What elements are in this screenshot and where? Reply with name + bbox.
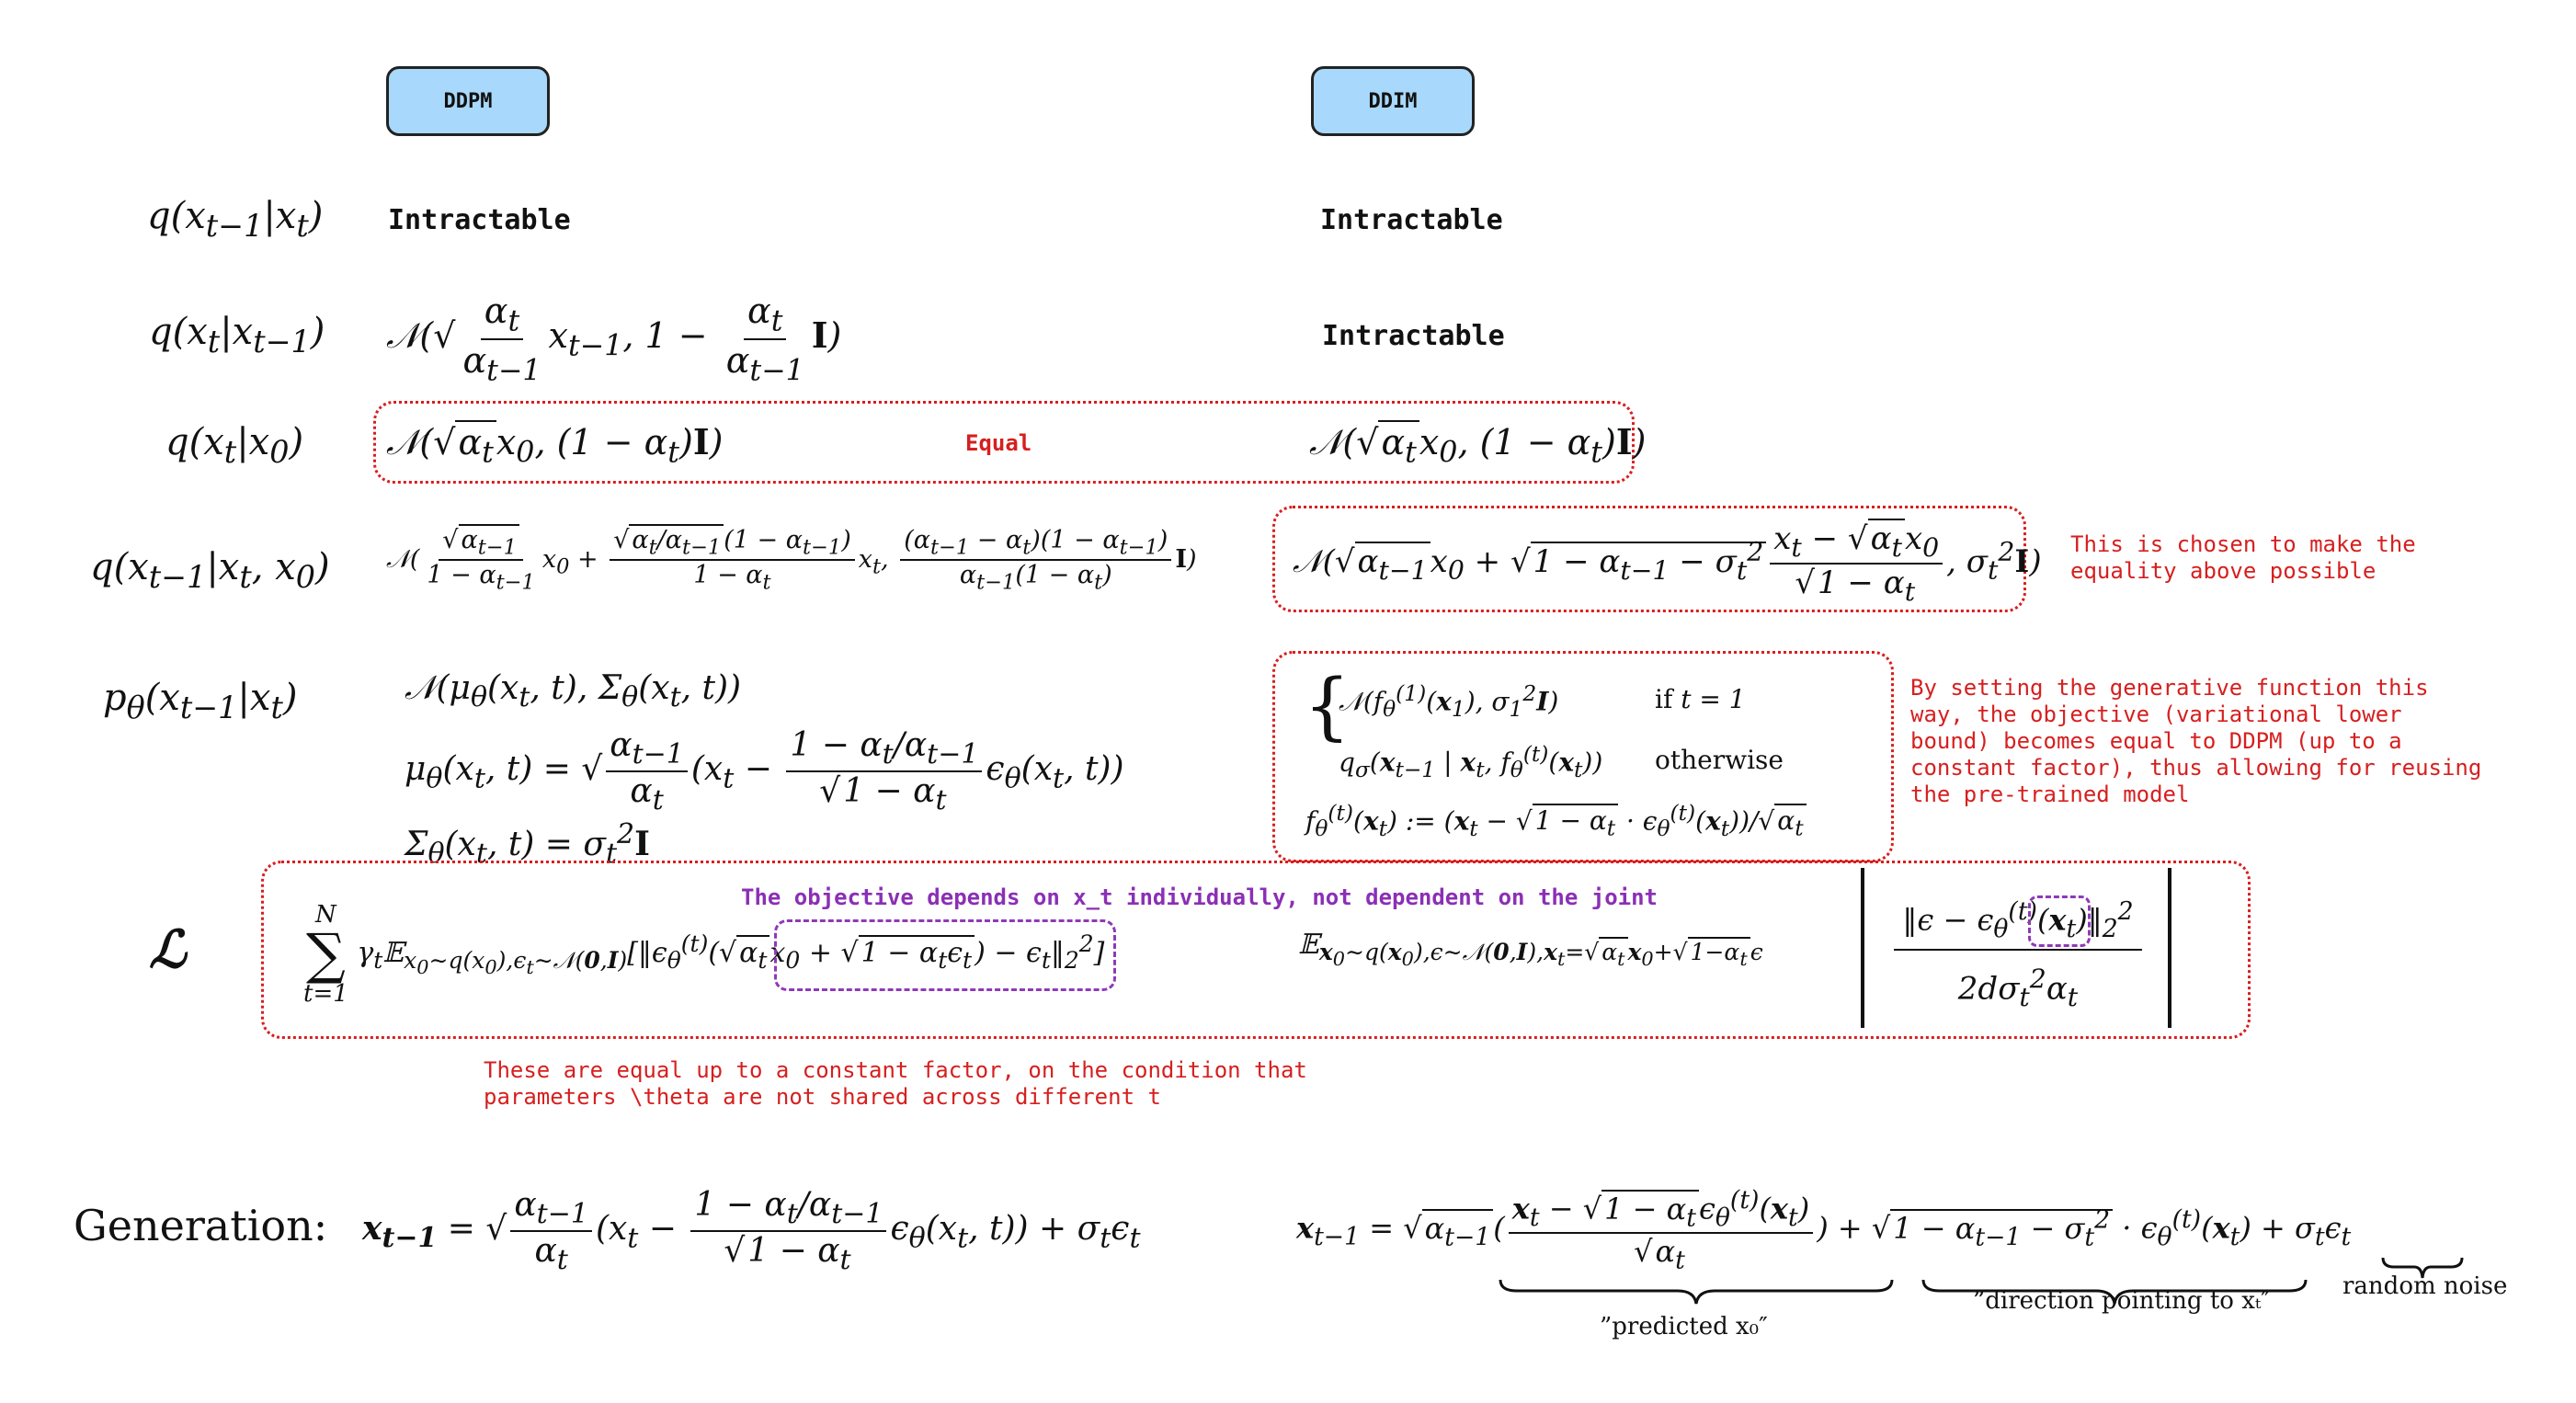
generation-label: Generation: [74, 1201, 328, 1250]
objective-note: The objective depends on x_t individuall… [741, 884, 1658, 910]
loss-label: ℒ [149, 919, 187, 980]
ddim-bracket [1861, 868, 2171, 1028]
ddim-brace: { [1304, 663, 1351, 748]
generative-note: By setting the generative function this … [1910, 675, 2482, 807]
row3-ddim-formula: 𝒩(√αtx0, (1 − αt)I) [1309, 420, 1647, 470]
ddim-case1: 𝒩(fθ(1)(x1), σ12I) [1339, 680, 1559, 722]
generation-ddim-formula: xt−1 = √αt−1(xt − √1 − αtϵθ(t)(xt)√αt) +… [1296, 1186, 2352, 1275]
ddim-loss-denominator: 2dσt2αt [1957, 964, 2079, 1013]
ddim-f-def: fθ(t)(xt) := (xt − √1 − αt · ϵθ(t)(xt))/… [1305, 800, 1807, 841]
ddim-posterior-box [1272, 506, 2026, 612]
ddim-case2: qσ(xt−1 | xt, fθ(t)(xt)) [1339, 741, 1603, 782]
loss-box [261, 861, 2251, 1039]
direction-caption: ”direction pointing to xₜ″ [1973, 1287, 2270, 1315]
noise-underbrace [2381, 1257, 2464, 1279]
predicted-caption: ”predicted x₀″ [1600, 1313, 1768, 1340]
noise-caption: random noise [2342, 1272, 2508, 1300]
row2-ddim: Intractable [1322, 320, 1505, 352]
row4-label: q(xt−1|xt, x0) [90, 546, 330, 595]
direction-underbrace [1921, 1279, 2308, 1305]
ddim-input-highlight [2028, 895, 2091, 947]
row3-label: q(xt|x0) [165, 421, 304, 470]
row5-ddpm-sigma: Σθ(xt, t) = σt2I [405, 818, 650, 871]
row1-ddpm: Intractable [388, 204, 571, 236]
row5-ddpm-mean: 𝒩(μθ(xt, t), Σθ(xt, t)) [405, 669, 742, 714]
row3-ddpm-formula: 𝒩(√αtx0, (1 − αt)I) [386, 420, 724, 470]
ddim-header: DDIM [1311, 66, 1475, 136]
ddim-loss-numerator: ‖ϵ − ϵθ(t)(xt)‖22 [1894, 897, 2142, 952]
predicted-underbrace [1499, 1279, 1894, 1305]
row2-label: q(xt|xt−1) [149, 311, 325, 359]
ddpm-input-highlight [774, 919, 1116, 991]
ddim-case1-cond: if t = 1 [1655, 684, 1746, 714]
equal-factor-note: These are equal up to a constant factor,… [484, 1057, 1307, 1110]
equal-box [373, 401, 1635, 484]
ddpm-header: DDPM [386, 66, 550, 136]
row1-ddim: Intractable [1320, 204, 1503, 236]
equal-text: Equal [965, 430, 1032, 456]
equality-note: This is chosen to make the equality abov… [2070, 531, 2416, 584]
ddim-case2-cond: otherwise [1655, 745, 1784, 775]
row1-label: q(xt−1|xt) [147, 195, 324, 244]
row5-label: pθ(xt−1|xt) [103, 677, 298, 725]
